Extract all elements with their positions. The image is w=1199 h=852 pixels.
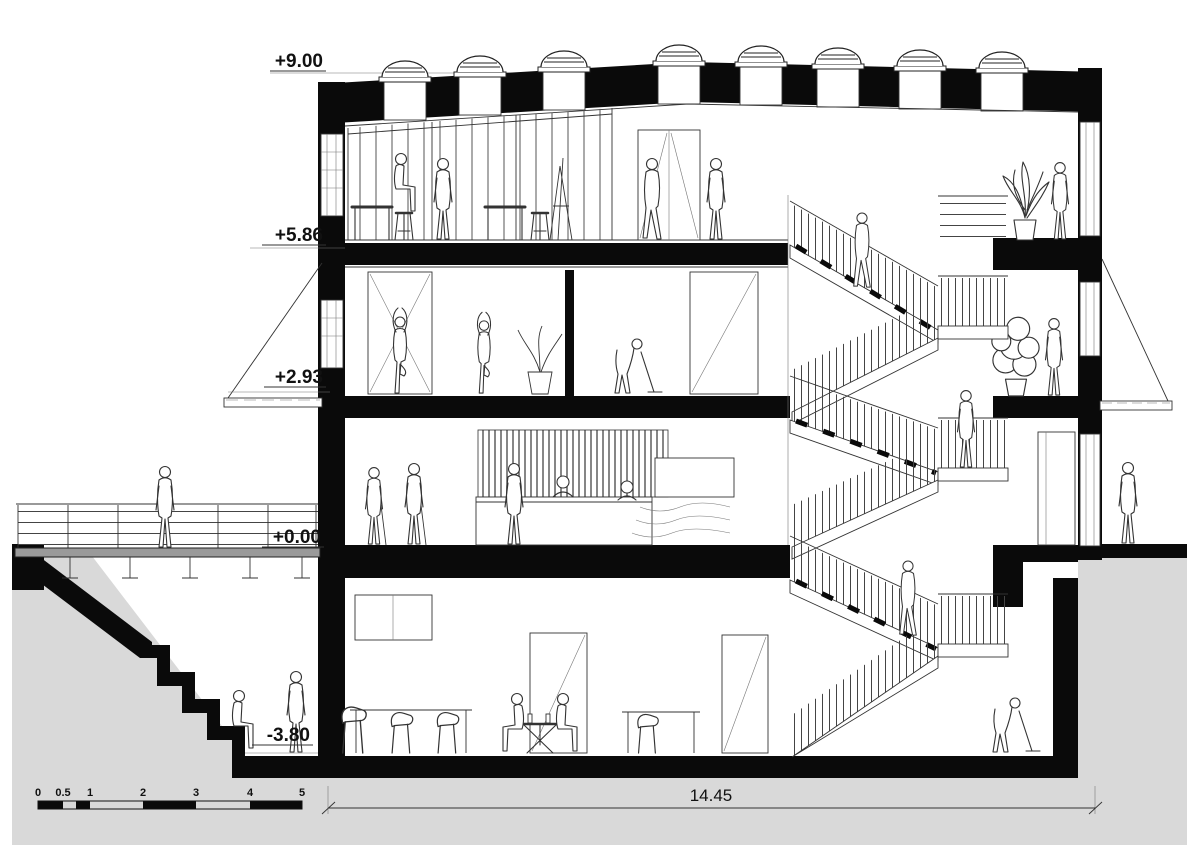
- basement-cafe: [341, 594, 1041, 755]
- scale-tick-0: 0: [35, 787, 41, 799]
- cafe-long-table: [350, 709, 472, 753]
- slab-586-right: [993, 238, 1102, 270]
- switchback-staircase: [787, 195, 1009, 758]
- scale-tick-2: 2: [140, 787, 146, 799]
- stair-landing-3: [937, 593, 1009, 658]
- easel: [549, 157, 573, 241]
- level-label-roof: +9.00: [275, 51, 323, 72]
- top-floor-studio: [345, 108, 1070, 243]
- left-wall-window: [320, 133, 344, 369]
- slab-586-left: [345, 243, 788, 265]
- level-label-entry: +0.00: [273, 527, 321, 548]
- skylight-dome: [453, 55, 507, 116]
- scale-tick-3: 3: [193, 787, 199, 799]
- ramp-texture: [631, 502, 731, 538]
- skylight-dome: [811, 47, 865, 108]
- terrain-steps: [18, 548, 250, 778]
- skylight-dome: [537, 50, 591, 111]
- basement-right-wall: [1053, 578, 1078, 756]
- entry-bridge: [14, 465, 321, 579]
- studio-glazed-wall: [348, 108, 612, 240]
- basement-floor-slab: [242, 756, 1078, 778]
- dimension-text: 14.45: [690, 786, 733, 805]
- skylight-dome: [975, 51, 1029, 112]
- yoga-plant: [517, 325, 563, 395]
- entry-right-door: [1037, 431, 1076, 546]
- scale-tick-05: 0.5: [55, 787, 70, 799]
- right-wall-glazing: [1079, 121, 1101, 547]
- mid-floor-partition: [565, 270, 574, 396]
- cafe-table-2: [622, 711, 700, 753]
- scale-tick-5: 5: [299, 787, 305, 799]
- entry-floor-reception: [364, 429, 1138, 546]
- glass-on-table: [545, 713, 551, 724]
- skylight-dome: [734, 45, 788, 106]
- level-label-upper: +5.86: [275, 225, 323, 246]
- terrain-ground: [12, 556, 1187, 845]
- cafe-door-2: [721, 634, 769, 754]
- elevation-labels: +9.00 +5.86 +2.93 +0.00 -3.80: [228, 51, 345, 754]
- slab-293-right: [993, 396, 1102, 418]
- scale-tick-4: 4: [247, 787, 254, 799]
- scale-tick-1: 1: [87, 787, 93, 799]
- left-canopy: [223, 262, 323, 408]
- glass-on-table: [527, 713, 533, 724]
- receptionist-head: [552, 475, 574, 498]
- cane-2: [420, 504, 427, 546]
- top-floor-ceiling: [344, 103, 1079, 127]
- cane-1: [380, 504, 387, 546]
- skylight-dome: [652, 44, 706, 105]
- slab-000-left: [345, 545, 790, 578]
- scale-bar: 0 0.5 1 2 3 4 5: [35, 787, 305, 810]
- exterior-walls: [318, 68, 1102, 756]
- right-ground-slab: [1078, 544, 1187, 558]
- mid-door-frame-2: [689, 271, 759, 395]
- skylight-dome: [378, 60, 432, 121]
- service-opening: [654, 457, 735, 498]
- skylight-dome: [893, 49, 947, 110]
- basement-window: [354, 594, 433, 641]
- right-canopy: [1099, 258, 1173, 411]
- top-floor-guardrail: [940, 198, 1006, 243]
- width-dimension: 14.45: [321, 786, 1103, 815]
- stair-flight-6: [791, 614, 939, 758]
- level-label-mid: +2.93: [275, 367, 323, 388]
- reception-counter: [475, 496, 653, 546]
- stair-landing-1: [937, 275, 1009, 340]
- mid-floor-yoga: [345, 266, 1064, 397]
- visitor-head: [617, 480, 637, 501]
- cafe-door-1: [529, 632, 588, 754]
- bridge-deck: [14, 547, 321, 558]
- bridge-posts: [62, 557, 310, 579]
- slab-293-left: [345, 396, 790, 418]
- floor-slabs: [345, 238, 1102, 756]
- level-label-basement: -3.80: [267, 725, 310, 746]
